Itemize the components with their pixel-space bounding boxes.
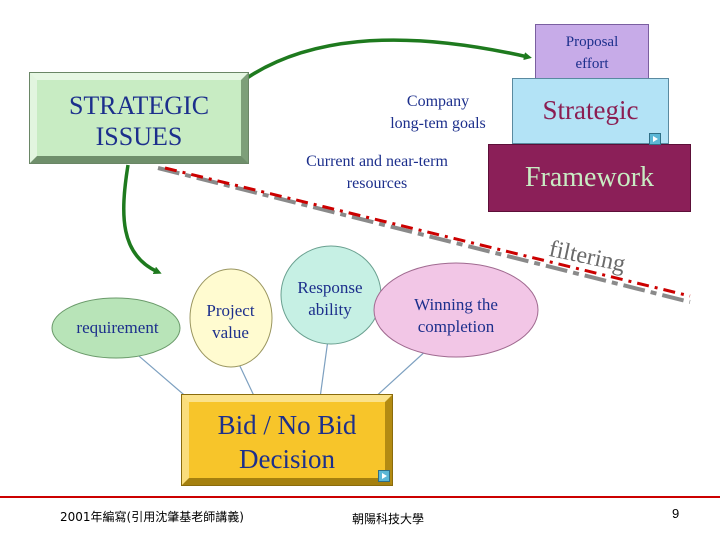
footer-credit: 2001年編寫(引用沈肇基老師講義) [60,510,244,524]
strategic-issues-label: STRATEGIC ISSUES [68,91,210,151]
proposal-effort-box: Proposal effort [535,24,649,79]
strategic-label: Strategic [542,95,639,125]
page-number: 9 [672,506,680,521]
ellipse-requirement [51,297,181,359]
framework-label: Framework [524,162,655,193]
arrow-issues-to-framework [231,38,532,90]
bid-decision-label: Bid / No Bid Decision [217,410,357,474]
footer-university: 朝陽科技大學 [352,512,425,526]
company-goals-label: Company long-tem goals [390,93,486,132]
play-action-button[interactable] [378,470,390,482]
response-ability-label: Response ability [297,278,363,319]
project-value-label: Project value [206,301,255,342]
framework-box: Framework [488,144,691,212]
arrow-issues-to-requirement [122,164,162,275]
play-action-button[interactable] [649,133,661,145]
winning-completion-label: Winning the completion [414,295,498,336]
ellipse-winning-completion [373,262,539,358]
proposal-effort-label: Proposal effort [565,34,619,72]
strategic-issues-box: STRATEGIC ISSUES [30,73,248,163]
strategic-box: Strategic [512,78,669,144]
current-resources-label: Current and near-term resources [306,153,448,192]
filter-line [157,166,691,304]
bid-decision-box: Bid / No Bid Decision [182,395,392,485]
ellipse-project-value [189,268,273,368]
requirement-label: requirement [76,318,159,337]
footer-divider [0,496,720,498]
